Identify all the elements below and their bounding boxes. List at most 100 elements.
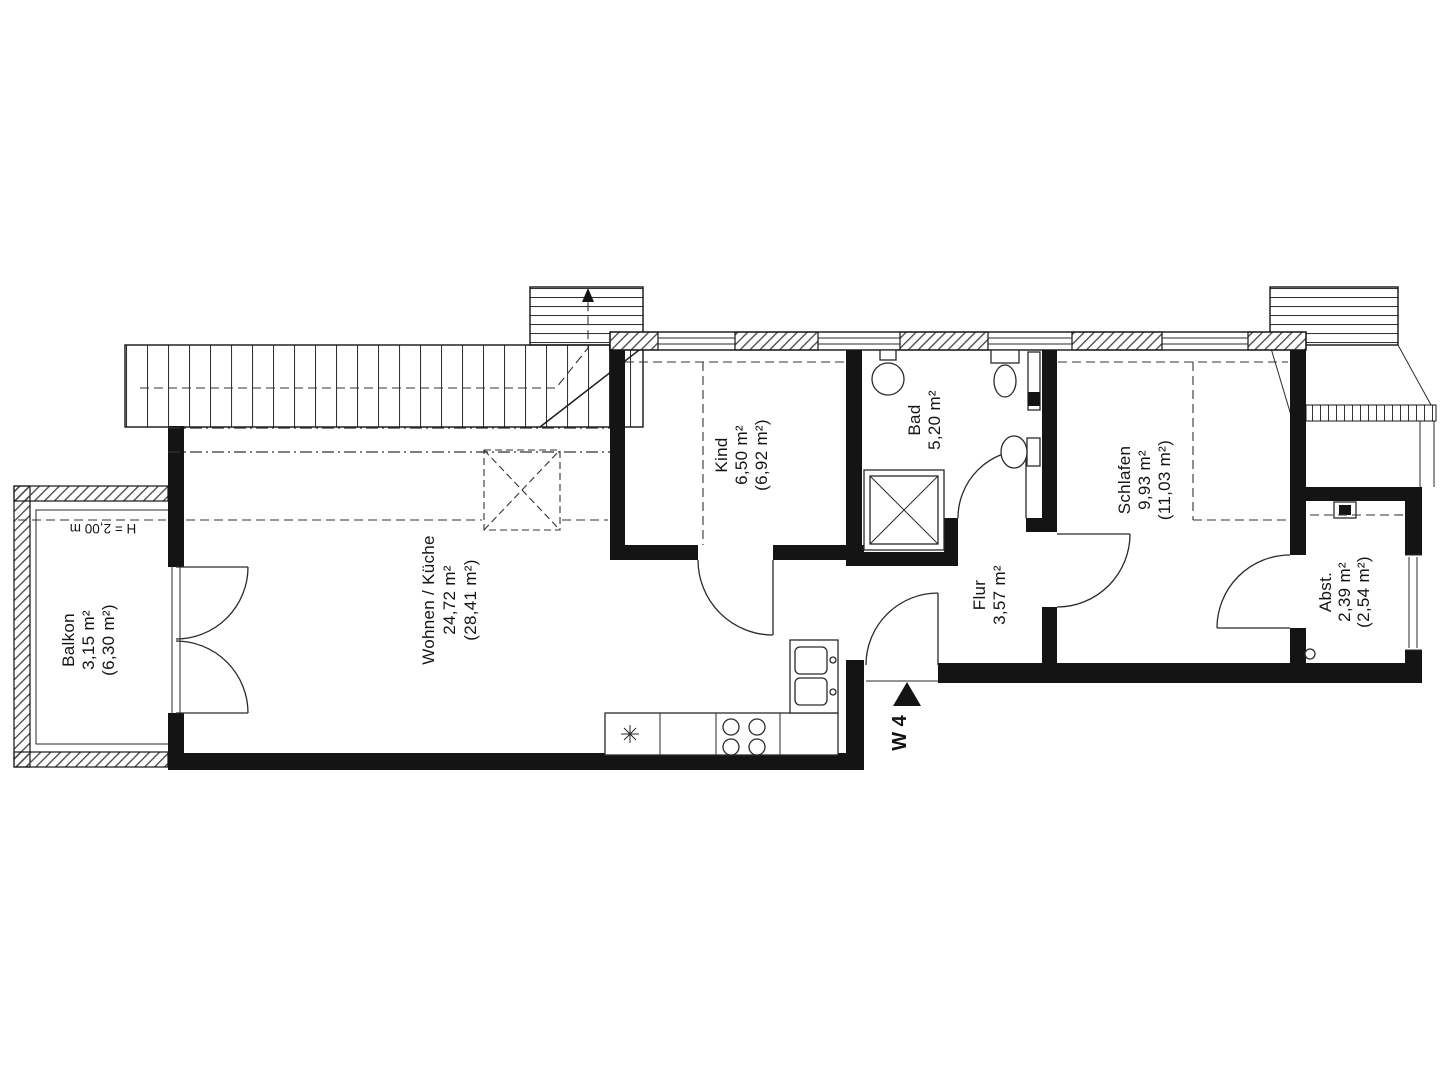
- washbasin-tap: [879, 349, 897, 361]
- abst-door: [1216, 554, 1291, 629]
- kitchen-sink-icon: [789, 639, 839, 714]
- kind-door: [697, 559, 774, 636]
- balcony-north-wall: [13, 485, 169, 502]
- room-label-kind: Kind 6,50 m² (6,92 m²): [712, 419, 771, 491]
- walls: [168, 332, 1422, 770]
- roof-height-lines: [18, 361, 1403, 545]
- south-wall-east: [938, 663, 1422, 683]
- height-annotation: H = 2,00 m: [70, 521, 136, 536]
- toilet-icon: [993, 364, 1017, 398]
- west-wall-upper: [168, 426, 184, 567]
- staircase: [124, 286, 644, 428]
- room-area: 5,20 m²: [925, 390, 944, 450]
- room-area: 3,57 m²: [990, 565, 1009, 625]
- bad-south-wall-west: [846, 552, 958, 566]
- room-area: 2,39 m²: [1335, 562, 1354, 622]
- bath-shelf-unit: [1028, 392, 1040, 406]
- window-schlafen: [1162, 337, 1248, 345]
- stair-walk-line: [140, 300, 589, 389]
- wall-pier: [609, 331, 659, 351]
- room-label-balkon: Balkon 3,15 m² (6,30 m²): [59, 604, 118, 676]
- room-name: Balkon: [59, 613, 78, 667]
- stair-break-line: [539, 346, 644, 428]
- room-name: Wohnen / Küche: [419, 535, 438, 665]
- fixtures: [604, 349, 1357, 756]
- room-area-alt: (6,92 m²): [752, 419, 771, 491]
- abst-fixtures: [1304, 501, 1357, 660]
- room-name: Schlafen: [1115, 446, 1134, 515]
- washbasin2-icon: [1000, 435, 1028, 469]
- bad-south-step: [944, 518, 958, 566]
- kind-west-wall: [610, 332, 625, 560]
- schlafen-east-wall-lower: [1290, 628, 1306, 663]
- room-label-flur: Flur 3,57 m²: [970, 565, 1009, 625]
- room-label-schlafen: Schlafen 9,93 m² (11,03 m²): [1115, 440, 1174, 520]
- toilet-cistern: [990, 349, 1020, 364]
- wall-pier: [734, 331, 819, 351]
- boiler-core: [1339, 505, 1351, 515]
- basin2-console: [1026, 437, 1041, 467]
- doors: [171, 449, 1291, 714]
- kind-east-wall: [846, 332, 862, 560]
- north-wall: [609, 331, 1422, 651]
- room-area-alt: (28,41 m²): [461, 559, 480, 640]
- room-label-wohnen: Wohnen / Küche 24,72 m² (28,41 m²): [419, 535, 480, 665]
- room-area: 6,50 m²: [732, 425, 751, 485]
- room-area: 24,72 m²: [440, 565, 459, 635]
- kitchen-fixtures: [604, 639, 839, 756]
- terrace-band: [1305, 404, 1437, 422]
- room-name: Bad: [905, 404, 924, 435]
- wall-pier: [899, 331, 989, 351]
- room-name: Abst.: [1316, 572, 1335, 612]
- balcony-inner-edge: [35, 509, 168, 745]
- room-label-abst: Abst. 2,39 m² (2,54 m²): [1316, 556, 1373, 628]
- east-wall-lower: [1405, 650, 1422, 683]
- entry-side-wall: [846, 660, 864, 770]
- north-windows: [658, 337, 1248, 345]
- window-flur-side: [988, 337, 1072, 345]
- schlafen-door: [1056, 533, 1131, 608]
- shower-icon: [863, 469, 945, 551]
- flur-east-wall: [1042, 607, 1057, 665]
- roof-overhang: [1269, 286, 1437, 487]
- skylight-icon: [483, 449, 561, 531]
- window-kind: [658, 337, 735, 345]
- entry-door: [865, 592, 939, 682]
- room-area-alt: (2,54 m²): [1354, 556, 1373, 628]
- room-area-alt: (6,30 m²): [99, 604, 118, 676]
- bad-east-wall: [1042, 332, 1057, 532]
- balcony-south-wall: [13, 751, 169, 768]
- roof-edge-line-right: [1397, 344, 1432, 406]
- drain-icon: [1304, 648, 1316, 660]
- balcony-structure: [13, 485, 169, 768]
- kitchen-counter: [604, 712, 839, 756]
- balcony-west-wall: [13, 485, 31, 768]
- bad-south-jamb: [1026, 518, 1042, 532]
- stove-icon: [722, 718, 766, 756]
- kind-south-wall-west: [610, 545, 698, 560]
- wall-pier: [1247, 331, 1307, 351]
- bathroom-fixtures: [863, 349, 1041, 551]
- room-area-alt: (11,03 m²): [1155, 440, 1174, 520]
- entry-arrow-icon: [893, 682, 921, 706]
- stair-direction-arrow: [582, 288, 594, 302]
- schlafen-east-wall-upper: [1290, 345, 1306, 555]
- room-name: Kind: [712, 437, 731, 472]
- window-bad: [818, 337, 900, 345]
- unit-label-text: W 4: [889, 714, 911, 750]
- south-wall-west: [168, 753, 864, 770]
- north-wall-piers: [609, 331, 1307, 351]
- window-abst-east: [1405, 554, 1422, 651]
- unit-annotation: W 4: [889, 682, 921, 751]
- abst-north-wall: [1298, 487, 1422, 501]
- balcony-door: [171, 566, 249, 714]
- kind-south-wall-east: [773, 545, 864, 560]
- room-area: 9,93 m²: [1135, 450, 1154, 510]
- height-note-text: H = 2,00 m: [70, 521, 136, 536]
- wall-pier: [1071, 331, 1163, 351]
- washbasin-icon: [871, 362, 905, 396]
- room-area: 3,15 m²: [79, 610, 98, 670]
- east-wall-upper: [1405, 487, 1422, 555]
